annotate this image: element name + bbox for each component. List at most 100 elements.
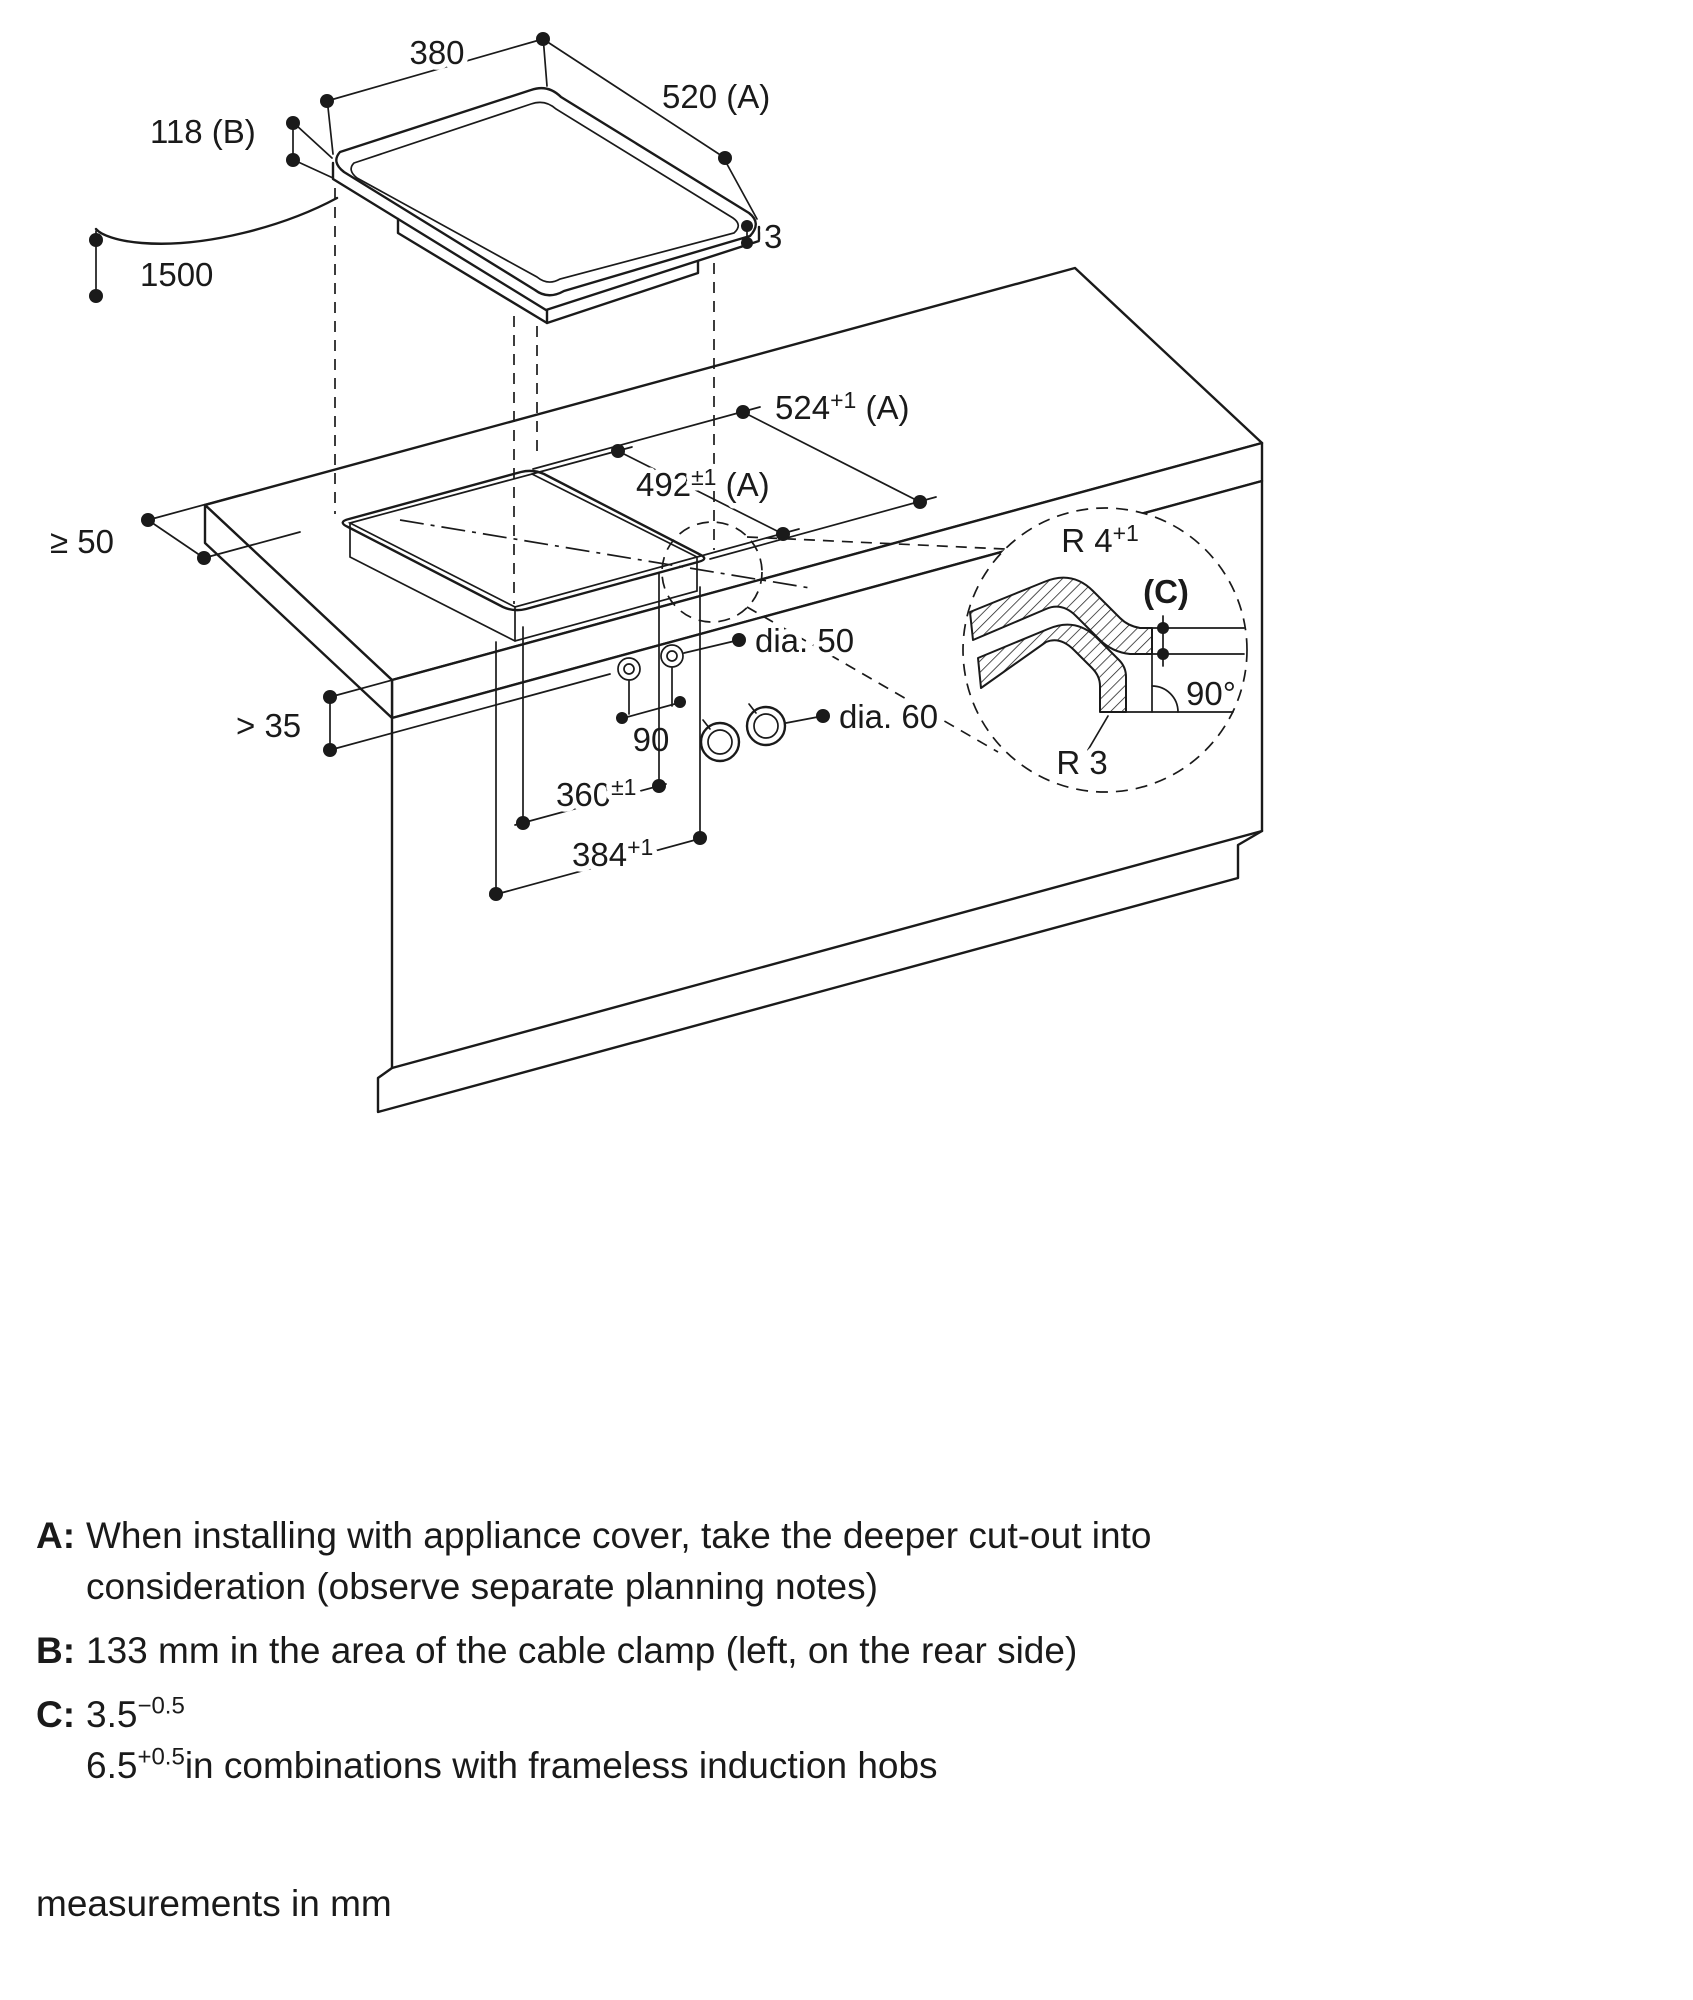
dim-knob-diameter-label: dia. 60 [839,698,938,735]
dim-line [619,701,683,720]
dim-hole-spacing-label: 90 [633,721,670,758]
knob-hole [623,663,635,675]
dim-hole-diameter: dia. 50 [683,617,860,665]
dim-endpoint-dot [516,816,530,830]
detail-leader-line [746,536,1006,550]
dim-line [514,783,667,826]
note-a-line2: consideration (observe separate planning… [86,1566,878,1608]
dim-cutout-depth-cover-label: 524+1 (A) [775,387,909,426]
note-b-text: 133 mm in the area of the cable clamp (l… [86,1630,1078,1672]
dim-endpoint-dot [732,633,746,647]
ext-line [329,673,611,751]
ext-line [532,406,761,470]
edge-profile-detail: R 4+1 (C) 90° R 3 [969,515,1245,787]
dim-endpoint-dot [89,233,103,247]
control-knob-inner [707,729,733,755]
dim-endpoint-dot [323,743,337,757]
knob-hole [617,657,641,681]
angle-arc [1151,685,1179,713]
note-b: B: 133 mm in the area of the cable clamp… [36,1625,1653,1676]
dim-cutout-depth: 492±1 (A) [531,444,800,558]
dim-front-clearance: > 35 [231,658,611,757]
knob-hole [660,644,684,668]
dim-cable-length: 1500 [89,230,219,303]
dim-endpoint-dot [736,405,750,419]
dim-line [489,836,707,897]
dim-cutout-depth-label: 492±1 (A) [636,464,770,503]
cutout-centerline [399,519,811,589]
dim-hob-depth: 520 (A) [542,38,776,220]
cutout-outer-edge [341,469,706,612]
dim-cutout-depth-cover: 524+1 (A) [532,382,937,560]
note-c-value2: 6.5+0.5in combinations with frameless in… [86,1743,938,1787]
note-a-line1: When installing with appliance cover, ta… [86,1515,1152,1556]
dim-cutout-width-label: 360±1 [556,774,636,813]
cabinet-plinth [376,829,1264,1114]
dim-endpoint-dot [616,712,628,724]
control-knob-inner [753,713,779,739]
dim-endpoint-dot [286,116,300,130]
dim-line [617,450,784,535]
dim-hob-height-label: 118 (B) [150,113,256,150]
radius-top-label: R 4+1 [1061,520,1139,559]
radius-bottom-label: R 3 [1056,744,1107,781]
dim-endpoint-dot [611,444,625,458]
dim-hole-spacing: 90 [616,667,686,764]
detail-leader-line [746,606,999,753]
dim-endpoint-dot [776,527,790,541]
dim-hole-diameter-label: dia. 50 [755,622,854,659]
dim-endpoint-dot [89,289,103,303]
dim-side-clearance-label: ≥ 50 [50,523,114,560]
dim-endpoint-dot [816,709,830,723]
dim-endpoint-dot [286,153,300,167]
ext-line [295,124,333,159]
dim-line [742,411,921,503]
measurements-note: measurements in mm [36,1883,392,1925]
dim-endpoint-dot [652,779,666,793]
note-a: A: When installing with appliance cover,… [36,1510,1653,1612]
note-c-label: C: [36,1694,76,1736]
note-c: C: 3.5−0.5 6.5+0.5in combinations with f… [36,1689,1653,1791]
dim-endpoint-dot [323,690,337,704]
hob [94,86,761,325]
dim-side-clearance: ≥ 50 [45,494,301,566]
dim-endpoint-dot [913,495,927,509]
ext-line [147,494,241,521]
dim-hob-depth-label: 520 (A) [662,78,770,115]
note-a-label: A: [36,1515,76,1556]
dim-endpoint-dot [197,551,211,565]
note-c-value1: 3.5−0.5 [86,1692,185,1736]
control-knob [745,705,787,747]
ext-line [329,658,471,698]
dim-cutout-width: 360±1 [514,572,667,830]
knob-holes [617,644,684,681]
control-knobs [699,703,787,763]
hob-outer-frame [335,86,757,297]
ext-line [721,154,758,220]
profile-lower-section [977,623,1127,713]
hob-inner-frame [350,101,740,283]
dim-line [147,519,205,559]
dim-cutout-width-cover: 384+1 [489,586,707,901]
cutout-angle-label: 90° [1186,675,1236,712]
dim-knob-diameter: dia. 60 [785,693,944,741]
installation-diagram: R 4+1 (C) 90° R 3 380 520 (A) 118 (B) 3 [45,29,1264,1114]
knob-pointer [748,703,757,714]
ext-line [203,531,301,559]
dim-endpoint-dot [693,831,707,845]
control-knob [699,721,741,763]
ext-line [295,160,334,179]
dim-frame-thickness-label: 3 [764,218,782,255]
detail-source-circle [661,521,763,623]
detail-callout: R 4+1 (C) 90° R 3 [661,507,1248,793]
dim-endpoint-dot [320,94,334,108]
dim-line [542,38,726,159]
dim-endpoint-dot [674,696,686,708]
dim-hob-height: 118 (B) [145,108,334,179]
detail-ref-label: (C) [1143,573,1189,610]
power-cable [94,196,339,245]
dim-frame-thickness: 3 [741,213,788,261]
dim-hob-width: 380 [320,29,550,155]
knob-hole [666,650,678,662]
